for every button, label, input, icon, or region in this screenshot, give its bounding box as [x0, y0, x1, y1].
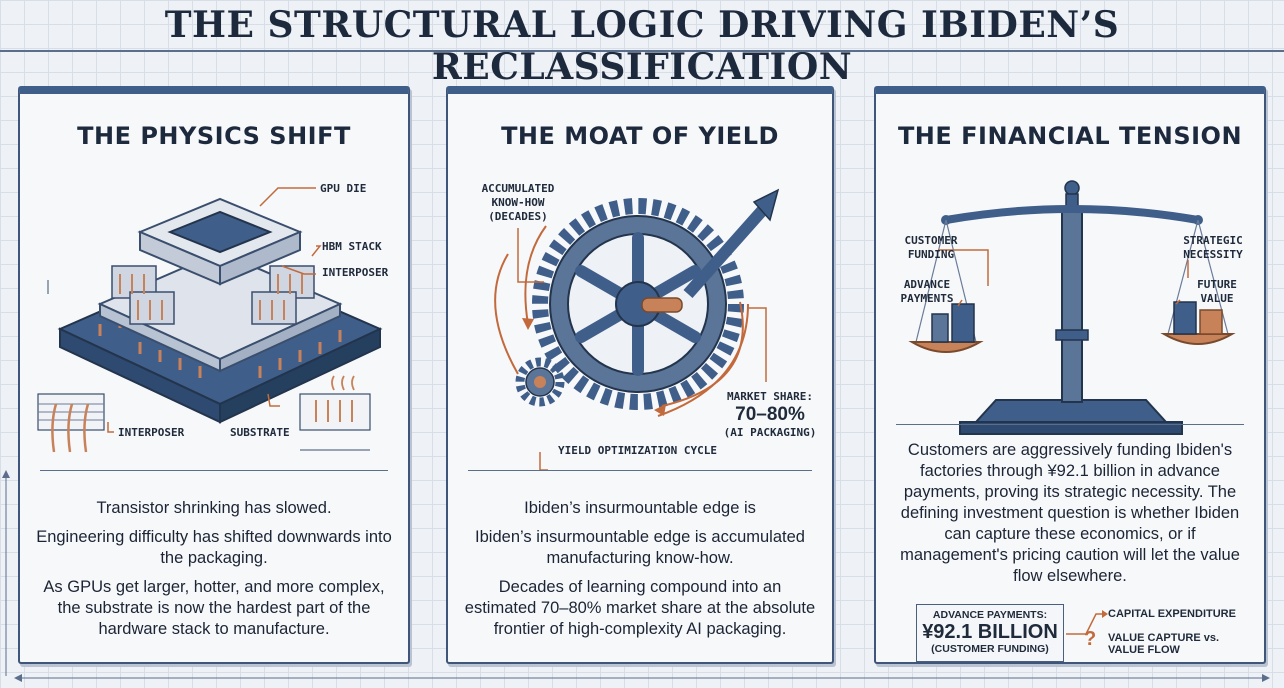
label-substrate: SUBSTRATE [230, 426, 290, 439]
knowhow-line-3: (DECADES) [488, 209, 548, 223]
divider [40, 470, 388, 471]
label-future-value: FUTURE VALUE [1176, 278, 1258, 306]
label-customer-funding: CUSTOMER FUNDING [890, 234, 972, 262]
left-dimension-mark [2, 470, 10, 676]
callout-capex: CAPITAL EXPENDITURE [1108, 608, 1236, 620]
panel-title-moat: THE MOAT OF YIELD [501, 122, 779, 150]
advance-payments-callout: ADVANCE PAYMENTS: ¥92.1 BILLION (CUSTOME… [916, 604, 1236, 662]
label-advance-payments: ADVANCE PAYMENTS [886, 278, 968, 306]
divider [896, 424, 1244, 425]
strategic-line-1: STRATEGIC [1183, 234, 1243, 247]
label-accumulated-knowhow: ACCUMULATED KNOW-HOW (DECADES) [470, 182, 566, 223]
title-rule [0, 50, 1284, 56]
label-gpu-die: GPU DIE [320, 182, 367, 195]
panel-moat-of-yield: THE MOAT OF YIELD [446, 86, 834, 664]
future-line-2: VALUE [1200, 291, 1234, 305]
future-line-1: FUTURE [1197, 278, 1237, 291]
question-mark: ? [1084, 628, 1097, 650]
value-flow-line: VALUE FLOW [1108, 644, 1180, 656]
knowhow-line-2: KNOW-HOW [491, 195, 545, 209]
balance-scale-illustration [908, 180, 1236, 435]
physics-para-3: As GPUs get larger, hotter, and more com… [43, 578, 385, 638]
advance-line-2: PAYMENTS [900, 291, 954, 305]
panel-title-physics: THE PHYSICS SHIFT [77, 122, 351, 150]
gear-flywheel-illustration [494, 188, 780, 471]
physics-para-1: Transistor shrinking has slowed. [96, 499, 332, 517]
callout-caption: ADVANCE PAYMENTS: [932, 609, 1048, 621]
label-strategic-necessity: STRATEGIC NECESSITY [1172, 234, 1254, 262]
strategic-line-2: NECESSITY [1183, 247, 1243, 261]
divider [468, 470, 812, 471]
callout-value-capture: VALUE CAPTURE vs. VALUE FLOW [1108, 632, 1219, 656]
callout-box: ADVANCE PAYMENTS: ¥92.1 BILLION (CUSTOME… [916, 604, 1064, 662]
page-title: THE STRUCTURAL LOGIC DRIVING IBIDEN’S RE… [164, 4, 1120, 88]
moat-para-3: Decades of learning compound into an est… [464, 578, 816, 638]
knowhow-line-1: ACCUMULATED [481, 182, 555, 195]
value-capture-line: VALUE CAPTURE vs. [1108, 632, 1220, 644]
panel-title-financial: THE FINANCIAL TENSION [897, 122, 1243, 150]
share-sub: (AI PACKAGING) [723, 425, 817, 439]
physics-body: Transistor shrinking has slowed. Enginee… [34, 498, 394, 648]
bottom-dimension-mark [14, 674, 1270, 682]
label-hbm-stack: HBM STACK [322, 240, 382, 253]
label-interposer-bottom: INTERPOSER [118, 426, 185, 439]
label-yield-cycle: YIELD OPTIMIZATION CYCLE [558, 444, 717, 457]
physics-para-2: Engineering difficulty has shifted downw… [36, 528, 392, 567]
chip-package-illustration [37, 187, 383, 453]
advance-line-1: ADVANCE [903, 278, 951, 291]
callout-value: ¥92.1 BILLION [922, 621, 1058, 643]
callout-arrow [1066, 610, 1108, 635]
label-interposer-top: INTERPOSER [322, 266, 389, 279]
customer-line-1: CUSTOMER [904, 234, 958, 247]
share-value: 70–80% [735, 403, 805, 425]
financial-para: Customers are aggressively funding Ibide… [900, 441, 1240, 585]
moat-para-2: Ibiden’s insurmountable edge is accumula… [475, 528, 805, 567]
customer-line-2: FUNDING [907, 247, 955, 261]
label-market-share: MARKET SHARE: 70–80% (AI PACKAGING) [710, 390, 830, 440]
callout-sub: (CUSTOMER FUNDING) [931, 643, 1049, 655]
moat-body: Ibiden’s insurmountable edge is Ibiden’s… [462, 498, 818, 648]
financial-body: Customers are aggressively funding Ibide… [890, 440, 1250, 595]
panel-financial-tension: THE FINANCIAL TENSION [874, 86, 1266, 664]
share-caption: MARKET SHARE: [726, 390, 814, 403]
moat-para-1: Ibiden’s insurmountable edge is [524, 499, 756, 517]
panel-physics-shift: THE PHYSICS SHIFT [18, 86, 410, 664]
